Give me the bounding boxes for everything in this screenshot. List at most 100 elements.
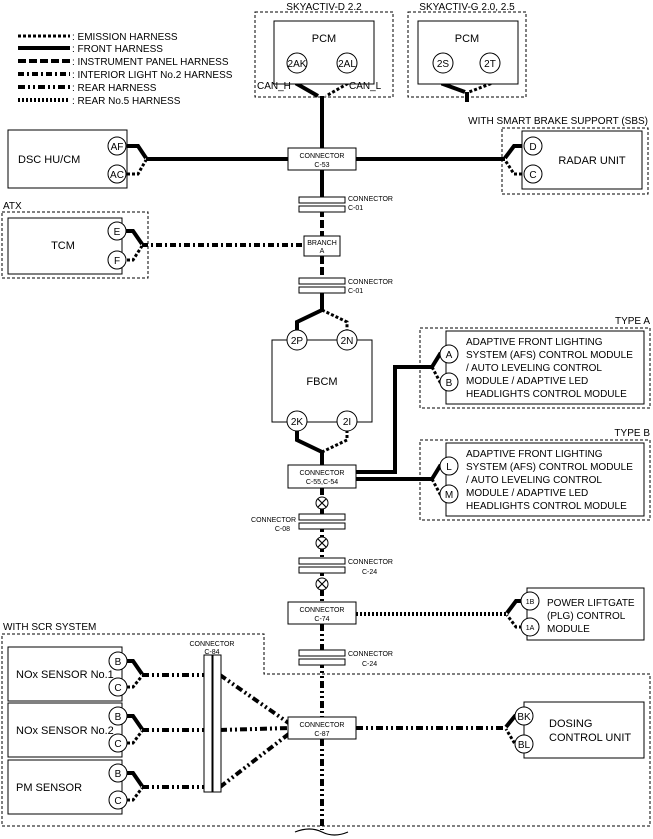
wire-fbcm-2i-c55 — [321, 430, 349, 454]
connector-c53-code: C-53 — [314, 162, 329, 169]
nox-sensor-1-module: NOx SENSOR No.1 B C — [7, 646, 128, 702]
plg-pin-1a-label: 1A — [526, 625, 535, 632]
connector-c84: CONNECTOR C-84 — [190, 641, 235, 793]
pcm-g-name: PCM — [455, 33, 479, 45]
fbcm-pin-2k-label: 2K — [291, 417, 304, 428]
afs-a-line-1: ADAPTIVE FRONT LIGHTING — [466, 337, 603, 348]
plg-pin-1b-label: 1B — [526, 599, 535, 606]
fbcm-pin-2i — [336, 410, 358, 432]
pcm-d-can-h-label: CAN_H — [257, 81, 291, 92]
nox2-pin-c-label: C — [114, 739, 121, 750]
afs-b-line-4: MODULE / ADAPTIVE LED — [466, 488, 588, 499]
radar-pin-c-label: C — [529, 170, 536, 181]
tcm-pin-e — [107, 221, 127, 241]
tcm-pin-f — [107, 250, 127, 270]
connector-c01-lower-code: C-01 — [348, 288, 363, 295]
connector-c74: CONNECTOR C-74 — [287, 601, 357, 625]
pcm-g-pin-2t-label: 2T — [484, 59, 496, 70]
connector-c55-code: C-55,C-54 — [306, 479, 338, 486]
branch-a-code: A — [320, 248, 325, 255]
connector-c24-upper-title: CONNECTOR — [348, 559, 393, 566]
dosing-pin-bl-label: BL — [518, 740, 531, 751]
wire-c84-c87-1 — [218, 673, 292, 726]
radar-module: RADAR UNIT D C — [521, 130, 643, 190]
fbcm-pin-2n — [336, 329, 358, 351]
legend-label-emission: : EMISSION HARNESS — [72, 32, 178, 43]
tcm-module: TCM E F — [7, 217, 127, 275]
dsc-pin-ac — [107, 164, 127, 184]
pm-sensor-module: PM SENSOR B C — [7, 759, 128, 815]
afs-a-line-2: SYSTEM (AFS) CONTROL MODULE — [466, 350, 633, 361]
fbcm-pin-2k — [286, 410, 308, 432]
wire-c01-fbcm-2n — [321, 308, 349, 332]
dosing-module: DOSING CONTROL UNIT BK BL — [514, 701, 645, 759]
connector-c24-upper: CONNECTOR C-24 — [298, 557, 393, 576]
afs-a-pin-a-label: A — [446, 350, 453, 361]
wire-radar-d — [503, 144, 522, 160]
afs-b-line-2: SYSTEM (AFS) CONTROL MODULE — [466, 462, 633, 473]
pcm-g-pin-2s — [432, 52, 454, 74]
dosing-pin-bl — [514, 734, 534, 754]
pcm-d-pin-2ak — [286, 52, 308, 74]
connector-c01-upper: CONNECTOR C-01 — [298, 196, 393, 213]
nox1-name: NOx SENSOR No.1 — [16, 669, 114, 681]
nox2-name: NOx SENSOR No.2 — [16, 725, 114, 737]
connector-c24-lower-title: CONNECTOR — [348, 651, 393, 658]
afs-b-pin-m — [439, 484, 459, 504]
dsc-pin-af — [107, 136, 127, 156]
connector-c08-code: C-08 — [275, 526, 290, 533]
connector-c01-upper-title: CONNECTOR — [348, 196, 393, 203]
pcm-d-pin-2al-label: 2AL — [338, 59, 356, 70]
group-skyactiv-g-label: SKYACTIV-G 2.0, 2.5 — [419, 2, 515, 13]
branch-a: BRANCH A — [303, 235, 341, 257]
dosing-pin-bk-label: BK — [517, 712, 531, 723]
group-scr-outline — [1, 633, 651, 827]
dsc-pin-ac-label: AC — [110, 170, 124, 181]
connector-c24-upper-code: C-24 — [362, 569, 377, 576]
fbcm-module: FBCM 2P 2N 2K 2I — [271, 329, 373, 432]
wire-break-mark — [294, 828, 349, 836]
afs-b-line-3: / AUTO LEVELING CONTROL — [466, 475, 602, 486]
wire-c01-fbcm-2p — [295, 290, 324, 332]
fbcm-name: FBCM — [306, 376, 337, 388]
legend-label-interior2: : INTERIOR LIGHT No.2 HARNESS — [72, 70, 233, 81]
group-scr-label: WITH SCR SYSTEM — [3, 622, 96, 633]
pcm-d-pin-2ak-label: 2AK — [288, 59, 307, 70]
legend-label-rear5: : REAR No.5 HARNESS — [72, 96, 181, 107]
connector-c55-c54: CONNECTOR C-55,C-54 — [287, 464, 357, 489]
pm-pin-c — [108, 790, 128, 810]
connector-c84-title: CONNECTOR — [190, 641, 235, 648]
group-atx-outline — [1, 211, 149, 279]
legend-label-front: : FRONT HARNESS — [72, 44, 163, 55]
connector-c87: CONNECTOR C-87 — [287, 716, 357, 740]
connector-c01-lower: CONNECTOR C-01 — [298, 277, 393, 295]
pcm-g-module: PCM 2S 2T — [417, 20, 519, 85]
plg-module: POWER LIFTGATE (PLG) CONTROL MODULE 1B 1… — [520, 587, 645, 641]
afs-a-line-4: MODULE / ADAPTIVE LED — [466, 376, 588, 387]
plg-line-2: (PLG) CONTROL — [547, 611, 626, 622]
nox2-pin-b — [108, 706, 128, 726]
connector-c08-title: CONNECTOR — [251, 517, 296, 524]
wire-radar-c — [503, 159, 522, 176]
wire-c84-c87-3 — [218, 731, 292, 789]
wire-c55-afs-a — [356, 365, 432, 474]
fbcm-pin-2n-label: 2N — [341, 336, 354, 347]
pm-pin-b-label: B — [115, 769, 122, 780]
pm-name: PM SENSOR — [16, 782, 82, 794]
twist-symbol-2 — [315, 536, 329, 550]
afs-b-line-5: HEADLIGHTS CONTROL MODULE — [466, 501, 627, 512]
group-skyactiv-d-label: SKYACTIV-D 2.2 — [286, 2, 362, 13]
dsc-pin-af-label: AF — [111, 142, 124, 153]
pcm-d-pin-2al — [336, 52, 358, 74]
nox1-pin-c-label: C — [114, 683, 121, 694]
fbcm-pin-2p — [286, 329, 308, 351]
connector-c74-title: CONNECTOR — [300, 607, 345, 614]
twist-symbol-1 — [315, 496, 329, 510]
group-type-b-label: TYPE B — [614, 428, 650, 439]
group-sbs-label: WITH SMART BRAKE SUPPORT (SBS) — [468, 116, 648, 127]
wire-plg-1a — [505, 614, 527, 629]
nox2-pin-c — [108, 733, 128, 753]
connector-c84-code: C-84 — [204, 649, 219, 656]
radar-pin-d — [523, 136, 543, 156]
